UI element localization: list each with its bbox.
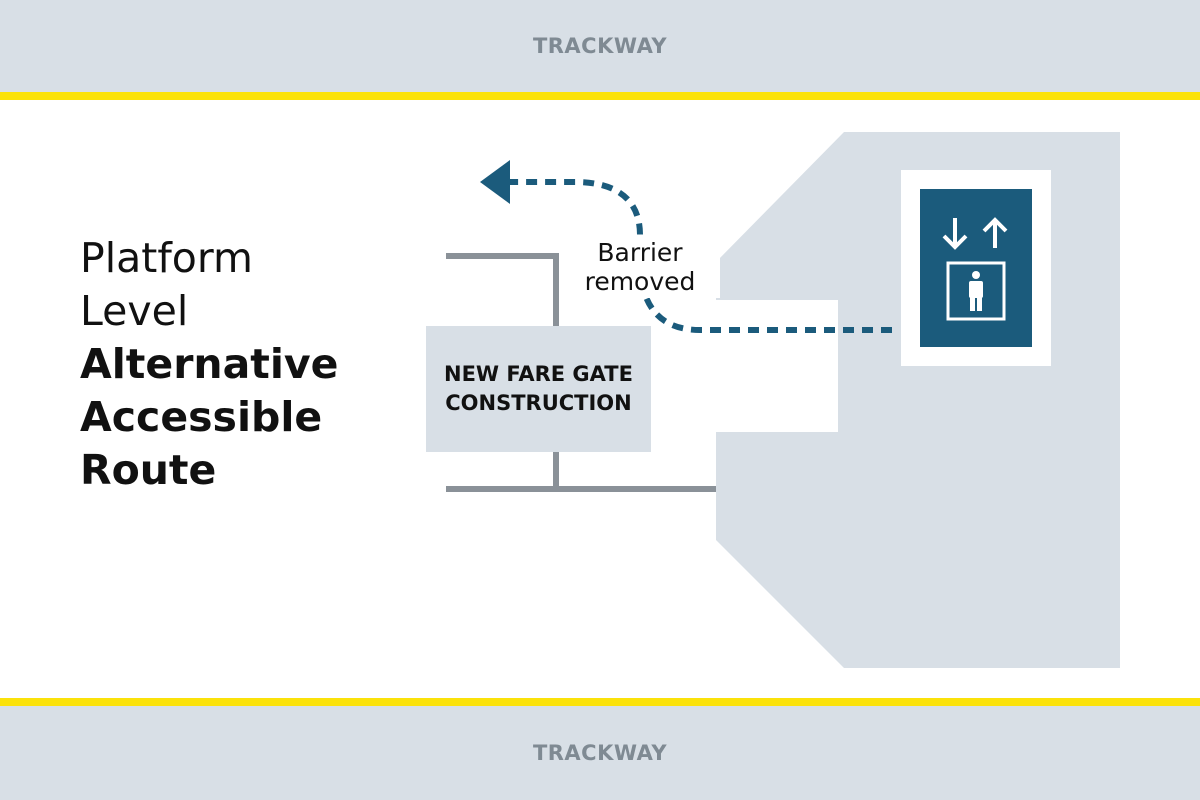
trackway-bottom-label: TRACKWAY [532,741,668,765]
construction-line1: NEW FARE GATE [444,362,633,386]
trackway-top: TRACKWAY [0,0,1200,92]
heading-line4: Accessible [80,393,323,441]
fare-gate-construction-zone: NEW FARE GATE CONSTRUCTION [426,326,651,452]
up-down-arrows-icon [942,217,1008,250]
construction-line2: CONSTRUCTION [445,391,632,415]
trackway-top-label: TRACKWAY [532,34,668,58]
map-heading: Platform Level Alternative Accessible Ro… [80,232,338,497]
route-arrow-icon [480,160,510,204]
heading-line3: Alternative [80,340,339,388]
person-icon [969,271,983,311]
platform-edge-top [0,92,1200,100]
elevator-icon [920,189,1032,347]
heading-line2: Level [80,287,189,335]
barrier-line1: Barrier [597,238,683,267]
trackway-bottom: TRACKWAY [0,706,1200,800]
barrier-removed-label: Barrier removed [560,236,720,298]
platform-edge-bottom [0,698,1200,706]
elevator-car [946,261,1006,321]
barrier-line2: removed [584,267,696,296]
fence [446,253,716,492]
heading-line1: Platform [80,234,253,282]
heading-line5: Route [80,446,217,494]
